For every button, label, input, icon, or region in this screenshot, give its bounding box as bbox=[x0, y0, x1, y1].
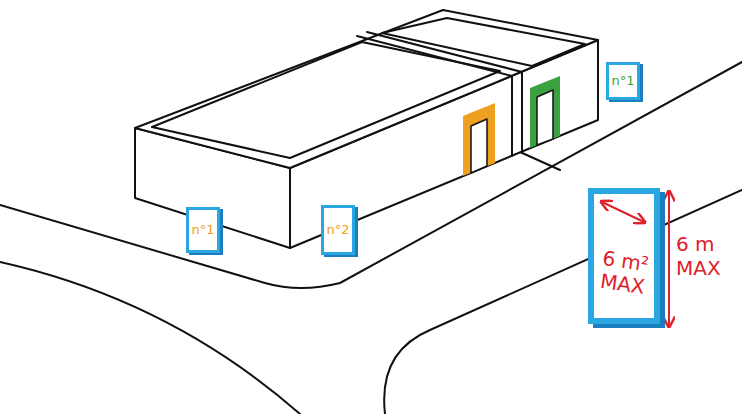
road-edge bbox=[384, 190, 742, 414]
sign-panel: n°2 bbox=[321, 205, 355, 255]
green-door bbox=[530, 76, 560, 148]
area-arrow bbox=[602, 202, 644, 222]
height-arrow bbox=[668, 192, 670, 326]
dimension-label: 6 m MAX bbox=[676, 232, 732, 280]
sign-panel: n°1 bbox=[606, 62, 640, 100]
sign-number: n°1 bbox=[191, 223, 214, 238]
sign-panel: n°1 bbox=[186, 207, 220, 253]
roof bbox=[135, 10, 598, 168]
orange-door bbox=[463, 103, 495, 176]
door-opening bbox=[537, 90, 553, 145]
sign-detail: 6 m² MAX bbox=[588, 188, 660, 324]
sign-number: n°2 bbox=[326, 223, 349, 238]
road-edge bbox=[0, 262, 300, 414]
party-wall bbox=[357, 32, 522, 76]
roof-parapet bbox=[382, 18, 585, 66]
sign-number: n°1 bbox=[611, 74, 634, 89]
area-limit-text: 6 m² MAX bbox=[595, 247, 653, 300]
sign-face bbox=[588, 188, 660, 324]
door-opening bbox=[471, 119, 487, 173]
sidewalk-divider bbox=[520, 152, 560, 170]
party-wall bbox=[512, 72, 522, 156]
